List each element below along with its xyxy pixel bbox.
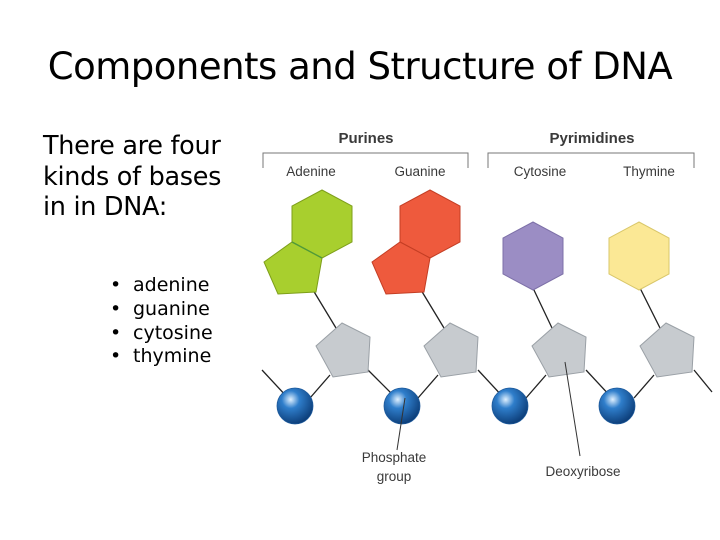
backbone-link [417,374,439,399]
sugar-pentagon [639,322,695,378]
sugar-pentagon [315,322,371,378]
backbone-link [693,369,713,393]
intro-text: There are four kinds of bases in in DNA: [43,131,222,222]
base-sugar-link [312,289,337,329]
cytosine-label: Cytosine [514,164,567,179]
sugar-pentagon [423,322,479,378]
thymine-hexagon [608,221,670,291]
thymine-label: Thymine [623,164,675,179]
pyrimidines-label: Pyrimidines [549,130,634,147]
list-item-adenine: adenine [110,274,213,298]
base-sugar-link [532,287,553,329]
sugar-pentagon [531,322,587,378]
adenine-label: Adenine [286,164,336,179]
backbone-link [633,374,655,399]
phosphate-annotation-line1: Phosphate [362,450,427,465]
list-item-cytosine: cytosine [110,322,213,346]
phosphate-ball [491,387,529,425]
base-list: adenine guanine cytosine thymine [110,274,213,369]
deoxyribose-annotation: Deoxyribose [545,464,620,479]
backbone-link [525,374,547,399]
cytosine-hexagon [502,221,564,291]
base-sugar-link [420,289,445,329]
phosphate-annotation-line2: group [377,469,412,484]
phosphate-ball [276,387,314,425]
phosphate-ball [383,387,421,425]
base-sugar-link [639,287,661,329]
guanine-label: Guanine [394,164,445,179]
slide-title: Components and Structure of DNA [47,45,673,88]
phosphate-leader [396,397,406,451]
list-item-thymine: thymine [110,345,213,369]
purines-label: Purines [338,130,393,147]
deoxyribose-leader [564,361,581,457]
guanine-pentagon [371,241,431,295]
purines-bracket [262,152,469,168]
list-item-guanine: guanine [110,298,213,322]
phosphate-ball [598,387,636,425]
pyrimidines-bracket [487,152,695,168]
backbone-link [309,374,331,399]
